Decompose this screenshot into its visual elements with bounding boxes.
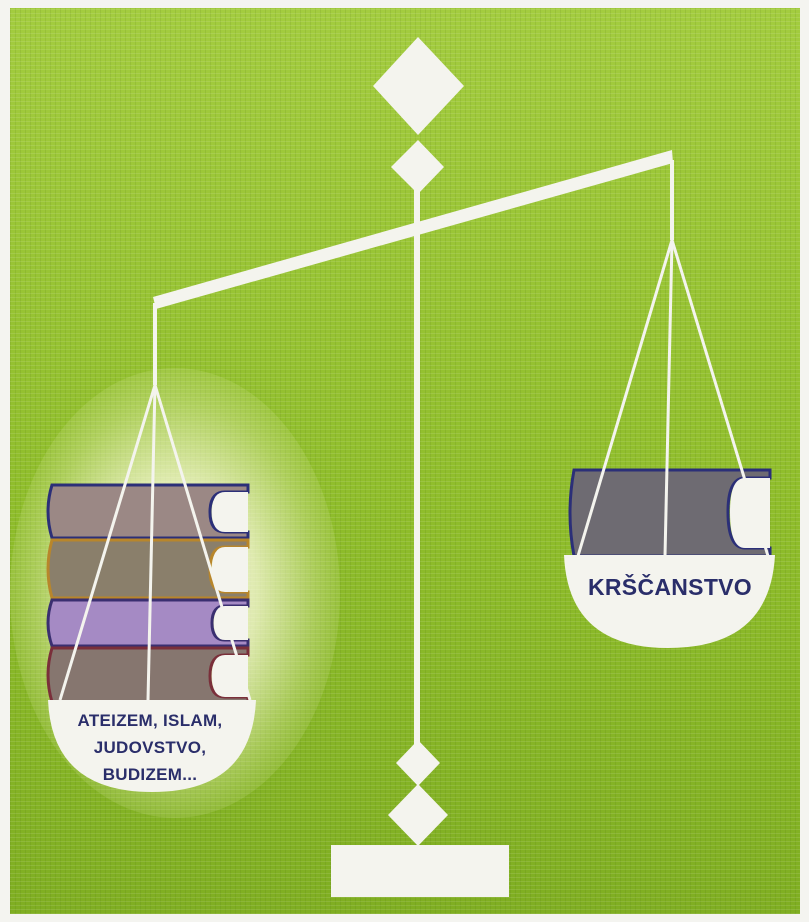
top-diamond-small bbox=[391, 140, 444, 194]
bottom-diamond-small bbox=[396, 740, 440, 786]
other-beliefs-line-2: JUDOVSTVO, bbox=[93, 738, 207, 757]
christianity-label: KRŠČANSTVO bbox=[587, 574, 752, 600]
other-beliefs-line-3: BUDIZEM... bbox=[102, 765, 198, 784]
left-strings bbox=[58, 384, 252, 701]
bottom-diamond-large bbox=[388, 784, 448, 846]
other-beliefs-line-1: ATEIZEM, ISLAM, bbox=[77, 711, 223, 730]
scale-beam bbox=[153, 150, 673, 309]
left-pan bbox=[48, 700, 256, 792]
other-beliefs-label: ATEIZEM, ISLAM, JUDOVSTVO, BUDIZEM... bbox=[60, 707, 240, 788]
top-diamond-large bbox=[373, 37, 464, 135]
right-strings bbox=[576, 239, 770, 557]
left-book-stack bbox=[46, 483, 250, 704]
right-book-stack bbox=[568, 468, 772, 558]
scale-post bbox=[414, 190, 420, 750]
right-pan bbox=[564, 555, 775, 648]
scale-base bbox=[331, 845, 509, 897]
